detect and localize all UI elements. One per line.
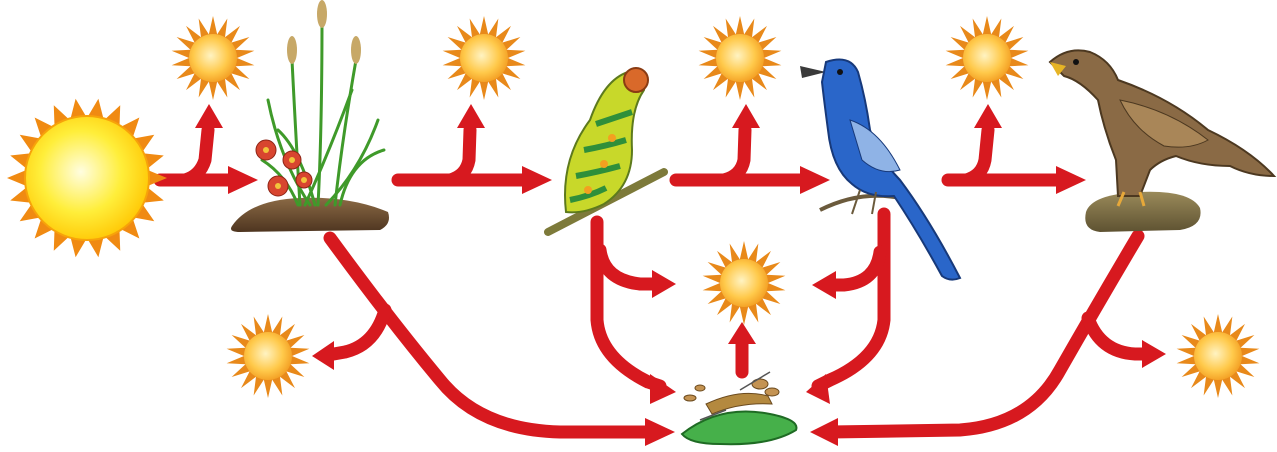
caterpillar-icon xyxy=(548,68,664,232)
heat-icon xyxy=(227,314,310,398)
arrow-caterpillar-to-bird xyxy=(676,130,806,180)
plants-icon xyxy=(231,0,389,232)
heat-core xyxy=(963,34,1011,82)
arrowhead xyxy=(228,166,258,194)
arrowhead xyxy=(810,418,838,446)
arrowhead xyxy=(195,104,223,128)
arrowhead xyxy=(1142,340,1166,368)
heat-icon xyxy=(703,241,786,325)
arrowhead xyxy=(522,166,552,194)
arrowhead xyxy=(728,322,756,344)
arrowhead xyxy=(645,418,675,446)
arrowhead xyxy=(974,104,1002,128)
arrow-sun-to-plants xyxy=(160,130,232,180)
arrow-bird-to-hawk xyxy=(948,130,1062,180)
heat-core xyxy=(244,332,292,380)
arrowhead xyxy=(732,104,760,128)
heat-icon xyxy=(946,16,1029,100)
arrowhead xyxy=(812,271,836,299)
heat-icon xyxy=(172,16,255,100)
arrowhead xyxy=(652,270,676,298)
arrow-caterpillar-to-decomposers xyxy=(597,222,660,386)
arrowhead xyxy=(650,374,676,404)
hawk-icon xyxy=(1050,50,1274,232)
decomposers-icon xyxy=(682,372,796,444)
arrow-plants-to-caterpillar xyxy=(398,130,530,180)
heat-core xyxy=(460,34,508,82)
sun-icon xyxy=(7,99,167,257)
heat-core xyxy=(716,34,764,82)
arrow-bird-to-decomposers xyxy=(818,214,884,386)
heat-core xyxy=(189,34,237,82)
heat-core xyxy=(1194,332,1242,380)
heat-icon xyxy=(443,16,526,100)
sun-core xyxy=(25,116,149,240)
arrowhead xyxy=(806,374,830,404)
heat-icon xyxy=(1177,314,1260,398)
arrowhead xyxy=(1056,166,1086,194)
arrowhead xyxy=(800,166,830,194)
arrowhead xyxy=(457,104,485,128)
heat-core xyxy=(720,259,768,307)
heat-icon xyxy=(699,16,782,100)
arrowhead xyxy=(312,341,334,370)
